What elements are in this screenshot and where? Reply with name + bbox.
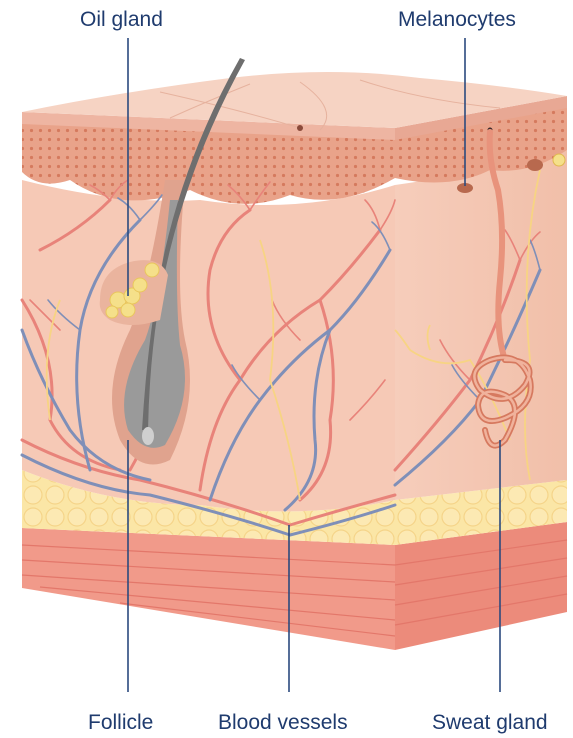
blood-vessels-label: Blood vessels — [218, 712, 348, 733]
muscle-layer-front — [22, 528, 395, 650]
sweat-gland-label: Sweat gland — [432, 712, 548, 733]
dermal-papilla — [142, 427, 154, 445]
oil-gland-label: Oil gland — [80, 9, 163, 30]
follicle-label: Follicle — [88, 712, 153, 733]
pore — [297, 125, 303, 131]
dermis-side — [395, 150, 567, 500]
melanocytes-label: Melanocytes — [398, 9, 516, 30]
